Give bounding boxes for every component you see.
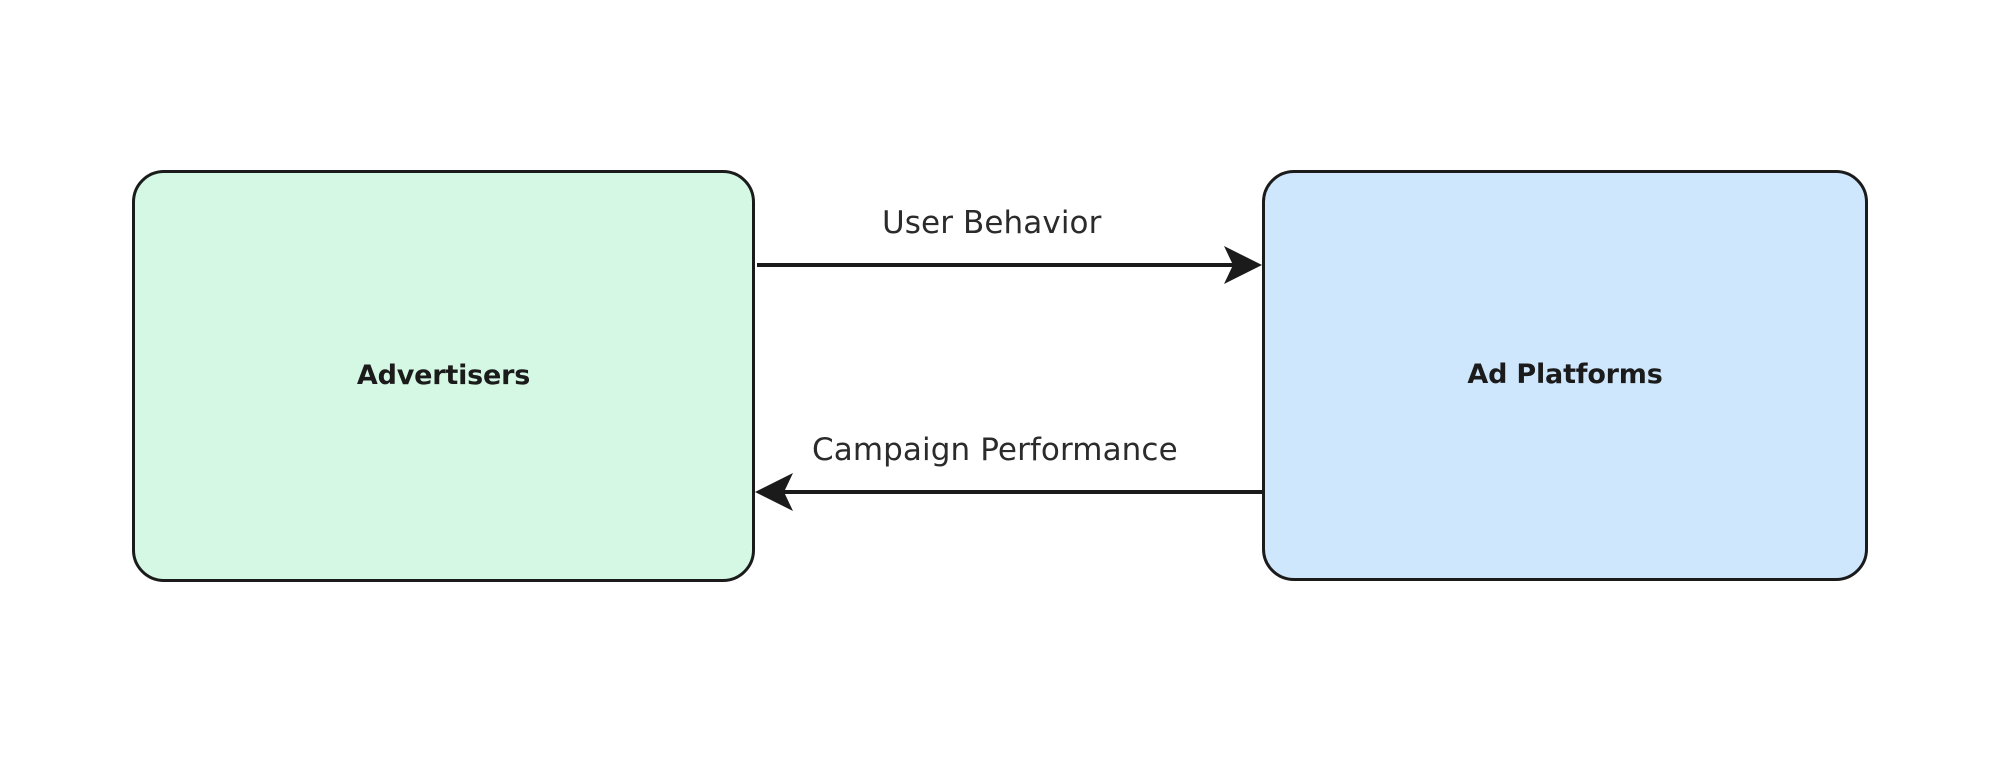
node-advertisers[interactable]: Advertisers [132, 170, 755, 582]
node-ad-platforms-label: Ad Platforms [1467, 359, 1663, 391]
arrowhead-left-icon [755, 473, 793, 511]
edge-campaign-performance[interactable] [755, 473, 1262, 511]
arrowhead-right-icon [1224, 246, 1262, 284]
node-ad-platforms[interactable]: Ad Platforms [1262, 170, 1868, 581]
edge-user-behavior[interactable] [757, 246, 1262, 284]
edge-label-campaign-performance: Campaign Performance [812, 432, 1178, 468]
edge-label-user-behavior: User Behavior [882, 205, 1102, 241]
node-advertisers-label: Advertisers [356, 359, 531, 391]
